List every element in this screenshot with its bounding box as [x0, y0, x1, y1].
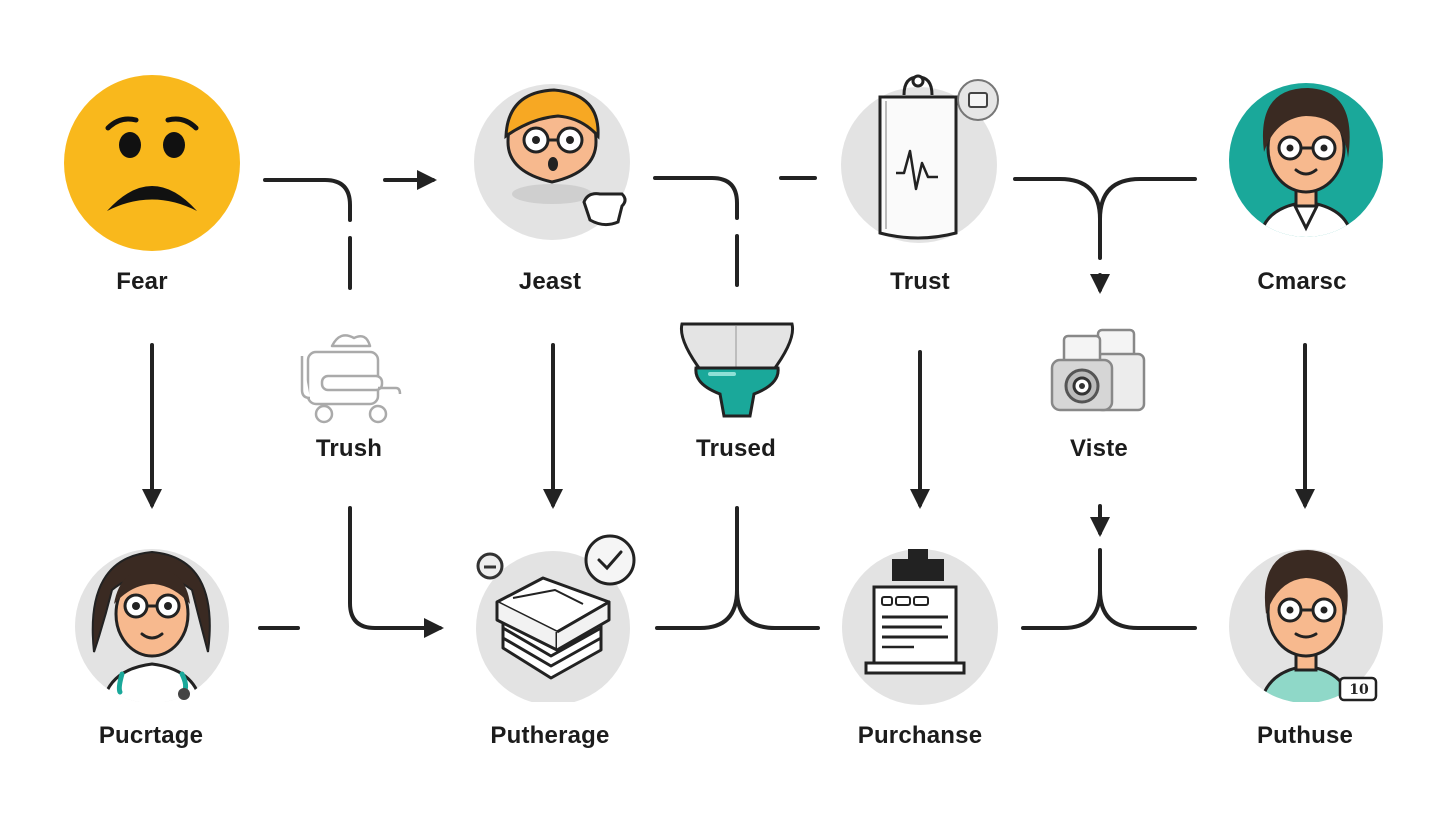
camera-boxes-icon [1050, 328, 1146, 412]
heartbeat-document-icon [841, 74, 999, 243]
node-label-pucrtage: Pucrtage [98, 722, 204, 749]
nurse-avatar-icon [75, 549, 229, 702]
badge-count: 10 [1349, 682, 1369, 698]
receipt-printer-icon [842, 549, 998, 705]
node-label-putherage: Putherage [490, 722, 610, 749]
doctor-avatar-icon [1229, 83, 1383, 237]
node-label-trush: Trush [315, 435, 383, 462]
worried-face-icon [64, 75, 240, 251]
connector-trust-cmarsc [1013, 177, 1197, 290]
connector-trush-putherage [348, 506, 444, 638]
connector-purchanse-puthuse [1021, 504, 1197, 630]
node-label-jeast: Jeast [518, 268, 582, 295]
funnel-icon [679, 322, 795, 418]
node-label-puthuse: Puthuse [1256, 722, 1354, 749]
node-label-cmarsc: Cmarsc [1257, 268, 1347, 295]
node-label-viste: Viste [1070, 435, 1128, 462]
connector-putherage-purchanse [655, 506, 820, 630]
delivery-cart-icon [300, 334, 402, 424]
connector-fear-jeast [263, 180, 433, 290]
surprised-person-icon [474, 84, 630, 240]
person-avatar-icon [1229, 549, 1383, 702]
node-label-trused: Trused [696, 435, 776, 462]
node-label-trust: Trust [890, 268, 950, 295]
connector-jeast-trust [653, 176, 817, 287]
node-label-fear: Fear [116, 268, 168, 295]
stacked-boxes-icon [476, 534, 636, 702]
node-label-purchanse: Purchanse [857, 722, 983, 749]
